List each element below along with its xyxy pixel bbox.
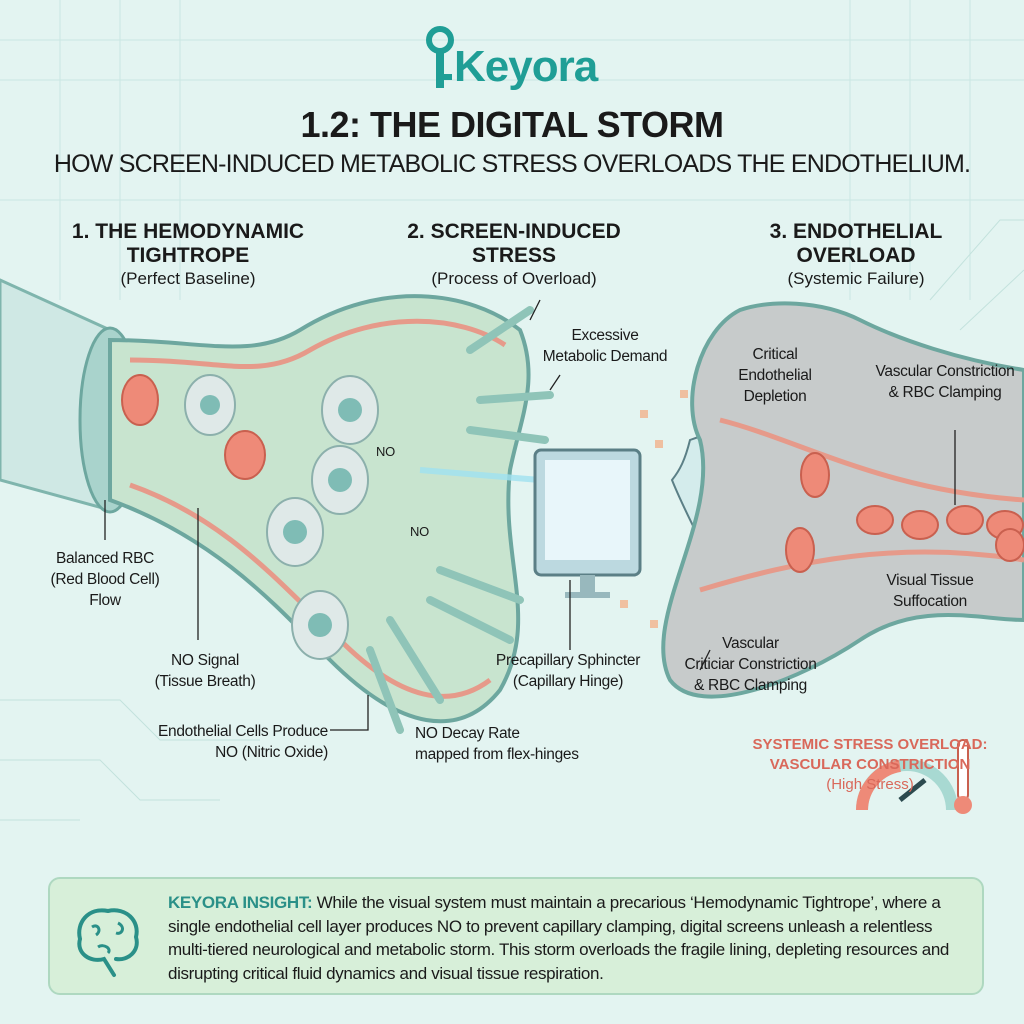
section-caption: (Process of Overload)	[431, 269, 597, 288]
label-line: Metabolic Demand	[542, 348, 668, 365]
label-line: Endothelial	[738, 367, 812, 384]
label-critical-depletion: Critical Endothelial Depletion	[715, 344, 835, 407]
label-line: Vascular Constriction	[875, 363, 1015, 380]
brain-icon	[77, 908, 139, 977]
label-line: Endothelial Cells Produce	[158, 723, 328, 740]
alert-caption: (High Stress)	[826, 776, 914, 793]
section-heading: 2. SCREEN-INDUCED	[407, 220, 621, 243]
stress-gauge-icon	[856, 759, 958, 811]
section-heading: TIGHTROPE	[126, 244, 250, 267]
pixel-particles	[620, 390, 688, 628]
label-no-decay: NO Decay Rate mapped from flex-hinges	[415, 723, 615, 765]
label-no-1: NO	[376, 444, 395, 459]
section-heading: STRESS	[471, 244, 557, 267]
section-3-header: 3. ENDOTHELIAL OVERLOAD (Systemic Failur…	[726, 220, 986, 290]
label-line: Excessive	[571, 327, 639, 344]
label-vascular-constriction-bottom: Vascular Criticiar Constriction & RBC Cl…	[668, 633, 833, 696]
thermometer-icon	[954, 739, 972, 814]
red-blood-cells-clamped	[785, 452, 1024, 573]
label-line: NO Signal	[171, 652, 239, 669]
label-line: Precapillary Sphincter	[495, 652, 641, 669]
section-heading: 3. ENDOTHELIAL	[769, 220, 943, 243]
label-line: NO Decay Rate	[415, 725, 520, 742]
label-line: (Tissue Breath)	[154, 673, 256, 690]
computer-monitor-icon	[533, 448, 642, 598]
insight-box: KEYORA INSIGHT: While the visual system …	[48, 877, 984, 995]
label-line: mapped from flex-hinges	[415, 746, 579, 763]
brand-name: Keyora	[454, 42, 598, 91]
section-heading: 1. THE HEMODYNAMIC	[71, 220, 305, 243]
stress-alert: SYSTEMIC STRESS OVERLOAD: VASCULAR CONST…	[750, 735, 990, 795]
label-line: Depletion	[743, 388, 807, 405]
label-excessive-demand: Excessive Metabolic Demand	[525, 325, 685, 367]
insight-heading: KEYORA INSIGHT:	[168, 893, 313, 912]
label-line: & RBC Clamping	[694, 677, 807, 694]
label-precapillary-sphincter: Precapillary Sphincter (Capillary Hinge)	[478, 650, 658, 692]
section-caption: (Systemic Failure)	[787, 269, 925, 288]
key-logo-icon	[426, 26, 454, 88]
section-1-header: 1. THE HEMODYNAMIC TIGHTROPE (Perfect Ba…	[58, 220, 318, 290]
label-line: Visual Tissue	[886, 572, 974, 589]
label-vascular-constriction-top: Vascular Constriction & RBC Clamping	[860, 361, 1024, 403]
label-no-signal: NO Signal (Tissue Breath)	[140, 650, 270, 692]
vessel-constricted	[661, 301, 1024, 699]
section-2-header: 2. SCREEN-INDUCED STRESS (Process of Ove…	[384, 220, 644, 290]
capillary-hinges	[366, 306, 554, 734]
insight-text: KEYORA INSIGHT: While the visual system …	[168, 891, 968, 985]
label-line: (Red Blood Cell)	[50, 571, 160, 588]
insight-body: While the visual system must maintain a …	[168, 893, 950, 983]
brand-logo: Keyora	[420, 22, 610, 92]
page-subtitle: HOW SCREEN-INDUCED METABOLIC STRESS OVER…	[53, 150, 971, 178]
section-heading: OVERLOAD	[796, 244, 916, 267]
page-title: 1.2: THE DIGITAL STORM	[300, 104, 724, 145]
leader-lines	[104, 299, 956, 731]
label-line: Vascular	[722, 635, 779, 652]
label-line: & RBC Clamping	[888, 384, 1002, 401]
label-visual-tissue: Visual Tissue Suffocation	[870, 570, 990, 612]
label-endothelial-cells: Endothelial Cells Produce NO (Nitric Oxi…	[108, 721, 328, 763]
label-line: Suffocation	[893, 593, 967, 610]
label-line: NO (Nitric Oxide)	[215, 744, 328, 761]
label-line: Criticiar Constriction	[684, 656, 817, 673]
label-line: Flow	[89, 592, 121, 609]
red-blood-cells-healthy	[121, 374, 266, 480]
label-line: Critical	[752, 346, 798, 363]
section-caption: (Perfect Baseline)	[120, 269, 256, 288]
alert-line: SYSTEMIC STRESS OVERLOAD:	[752, 736, 988, 753]
label-line: Balanced RBC	[55, 550, 155, 567]
alert-line: VASCULAR CONSTRICTION	[769, 756, 971, 773]
label-line: (Capillary Hinge)	[512, 673, 624, 690]
label-balanced-rbc: Balanced RBC (Red Blood Cell) Flow	[40, 548, 170, 611]
label-no-2: NO	[410, 524, 429, 539]
circuit-grid-background	[0, 0, 1024, 821]
